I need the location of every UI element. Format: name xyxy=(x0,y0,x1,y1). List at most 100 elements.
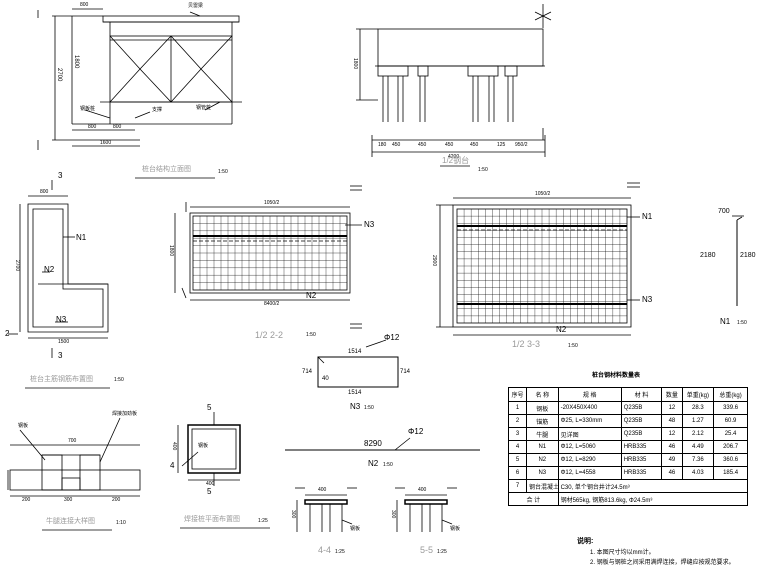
table-cell: N1 xyxy=(526,440,559,454)
view3-section-mark-top: 3 xyxy=(58,171,63,180)
table-row: 2 锚筋 Φ25, L=330mm Q235B 48 1.27 60.9 xyxy=(507,414,748,428)
table-cell: 12 xyxy=(661,401,683,415)
notes-heading: 说明: xyxy=(577,538,594,545)
view1-dim-a: 800 xyxy=(88,124,97,130)
view4-title: 1/2 2-2 xyxy=(255,330,284,340)
view1-dim-top: 800 xyxy=(80,2,89,8)
table-cell: 7.36 xyxy=(681,453,715,467)
view7-section-5-top: 5 xyxy=(207,403,212,412)
view6-dim-b: 300 xyxy=(64,497,73,503)
view1-elevation xyxy=(37,8,242,150)
view9-section xyxy=(395,487,457,532)
n2-phi: Φ12 xyxy=(408,427,424,436)
table-cell: 1 xyxy=(507,401,528,415)
table-total-label: 合 计 xyxy=(508,492,559,506)
view1-dim-height: 2700 xyxy=(56,68,62,82)
table-cell: 339.6 xyxy=(713,401,748,415)
view6-dim-top: 700 xyxy=(68,438,77,444)
table-header-cell: 单重(kg) xyxy=(681,387,715,402)
view1-scale: 1:50 xyxy=(218,169,228,175)
view1-dim-c: 1600 xyxy=(100,140,112,146)
view2-dim-g: 950/2 xyxy=(515,142,528,148)
n1-right-dim: 2180 xyxy=(740,252,756,259)
view1-dim-upper: 1800 xyxy=(73,55,79,69)
n2-caption: N2 xyxy=(368,459,379,468)
table-total-value: 钢材565kg, 钢筋813.6kg, Φ24.5m³ xyxy=(557,492,749,506)
view5-scale: 1:50 xyxy=(568,343,578,349)
view7-dim-height: 400 xyxy=(171,442,177,451)
view5-title: 1/2 3-3 xyxy=(512,339,541,349)
view7-scale: 1:25 xyxy=(258,518,268,524)
view2-dim-f: 125 xyxy=(497,142,506,148)
n3-bar-shape xyxy=(317,339,399,388)
n3-hook-dim: 40 xyxy=(322,376,329,382)
table-cell: 46 xyxy=(661,466,683,480)
view3-title: 桩台主筋钢筋布置图 xyxy=(30,376,93,383)
table-cell: 锚筋 xyxy=(526,414,559,428)
view9-dim-left: 300 xyxy=(390,510,396,519)
view6-dim-c: 200 xyxy=(112,497,121,503)
view2-dim-height: 1800 xyxy=(352,58,358,70)
view4-dim-left: 1800 xyxy=(168,245,174,257)
table-cell: C30, 单个钢台井计24.5m³ xyxy=(557,479,749,493)
view1-steel-plate-label: 钢板桩 xyxy=(80,106,96,112)
view3-rebar-l xyxy=(8,180,109,358)
view4-n2-label: N2 xyxy=(306,291,317,300)
view4-grid-lines xyxy=(193,216,347,290)
view2-dim-c: 450 xyxy=(418,142,427,148)
view4-dim-top: 1050/2 xyxy=(264,200,280,206)
n3-top-dim: 1514 xyxy=(348,349,362,355)
view3-dim-width: 1500 xyxy=(58,339,70,345)
table-cell: 见详图 xyxy=(557,427,622,441)
view6-scale: 1:10 xyxy=(116,520,126,526)
view4-n3-label: N3 xyxy=(364,220,375,229)
view8-note: 钢板 xyxy=(350,526,361,532)
n3-bottom-dim: 1514 xyxy=(348,390,362,396)
view8-scale: 1:25 xyxy=(335,549,345,555)
n2-scale: 1:50 xyxy=(383,462,393,468)
view1-support-label: 支撑 xyxy=(152,107,163,113)
table-cell: 6 xyxy=(507,466,528,480)
view4-scale: 1:50 xyxy=(306,332,316,338)
view2-dim-d: 450 xyxy=(445,142,454,148)
table-row: 7 钢台混凝土 C30, 单个钢台井计24.5m³ xyxy=(507,479,749,493)
table-row: 1 钢板 -20X450X400 Q235B 12 28.3 339.6 xyxy=(507,401,748,415)
view2-dim-b: 450 xyxy=(392,142,401,148)
notes-line-1: 1. 本图尺寸均以mm计。 xyxy=(590,550,655,556)
view5-dim-top: 1050/2 xyxy=(535,191,551,197)
view7-title: 焊接桩平面布置图 xyxy=(184,516,240,523)
view7-plate-note: 钢板 xyxy=(198,443,209,449)
table-cell: 2 xyxy=(507,414,528,428)
view9-scale: 1:25 xyxy=(437,549,447,555)
view8-title: 4-4 xyxy=(318,545,332,555)
view6-bracket xyxy=(7,417,141,497)
table-cell: Q235B xyxy=(620,401,663,415)
view5-n2-label: N2 xyxy=(556,325,567,334)
table-cell: 48 xyxy=(661,414,683,428)
n3-scale: 1:50 xyxy=(364,405,374,411)
view2-dim-a: 180 xyxy=(378,142,387,148)
table-cell: N3 xyxy=(526,466,559,480)
table-cell: 钢台混凝土 xyxy=(526,479,559,493)
table-header-cell: 规 格 xyxy=(557,387,622,402)
view2-title: 1/2钢台 xyxy=(442,156,470,165)
view7-plan xyxy=(177,412,241,486)
view6-dim-a: 200 xyxy=(22,497,31,503)
view6-title: 牛腿连接大样图 xyxy=(46,518,95,525)
table-header-cell: 序号 xyxy=(507,387,528,402)
table-title: 桩台钢材料数量表 xyxy=(592,373,641,379)
n2-length-dim: 8290 xyxy=(364,439,382,448)
view3-section-mark-2: 2 xyxy=(5,329,10,338)
table-total-row: 合 计 钢材565kg, 钢筋813.6kg, Φ24.5m³ xyxy=(508,492,749,506)
view5-n1-label: N1 xyxy=(642,212,653,221)
table-cell: 4 xyxy=(507,440,528,454)
n2-bar-shape xyxy=(285,437,480,451)
table-cell: HRB335 xyxy=(620,440,663,454)
table-cell: 2.12 xyxy=(681,427,715,441)
n3-phi: Φ12 xyxy=(384,333,400,342)
view3-dim-top: 800 xyxy=(40,189,49,195)
table-row: 3 牛腿 见详图 Q235B 12 2.12 25.4 xyxy=(507,427,748,441)
table-cell: 1.27 xyxy=(681,414,715,428)
view9-note: 钢板 xyxy=(450,526,461,532)
